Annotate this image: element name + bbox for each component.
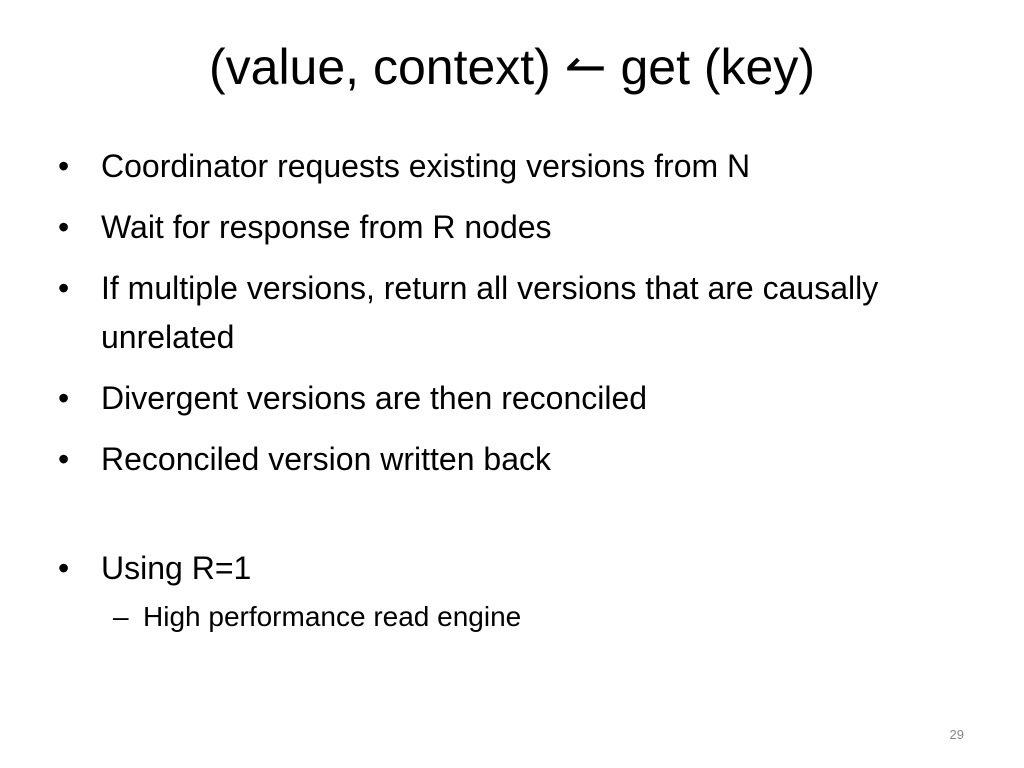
bullet-text: If multiple versions, return all version…	[101, 270, 879, 355]
bullet-marker: •	[58, 380, 70, 416]
bullet-marker: •	[58, 441, 70, 477]
bullet-list: • Coordinator requests existing versions…	[56, 142, 956, 649]
bullet-text: Divergent versions are then reconciled	[101, 380, 648, 416]
bullet-text: Wait for response from R nodes	[101, 209, 552, 245]
sub-bullet-text: High performance read engine	[143, 601, 522, 632]
sub-bullet-marker: –	[113, 601, 129, 632]
bullet-marker: •	[58, 270, 70, 306]
bullet-item: • Using R=1 – High performance read engi…	[56, 544, 956, 637]
page-number: 29	[949, 727, 964, 742]
bullet-text: Reconciled version written back	[101, 441, 551, 477]
bullet-text: Coordinator requests existing versions f…	[101, 148, 751, 184]
bullet-marker: •	[58, 209, 70, 245]
bullet-item: • Divergent versions are then reconciled	[56, 374, 956, 423]
bullet-item: • Coordinator requests existing versions…	[56, 142, 956, 191]
bullet-text: Using R=1	[101, 550, 252, 586]
bullet-marker: •	[58, 550, 70, 586]
bullet-item: • If multiple versions, return all versi…	[56, 264, 956, 362]
bullet-item: • Wait for response from R nodes	[56, 203, 956, 252]
bullet-marker: •	[58, 148, 70, 184]
sub-bullet-item: – High performance read engine	[113, 597, 956, 637]
bullet-item: • Reconciled version written back	[56, 435, 956, 484]
slide-title: (value, context) ↼ get (key)	[208, 39, 815, 95]
sub-bullet-list: – High performance read engine	[101, 597, 956, 637]
